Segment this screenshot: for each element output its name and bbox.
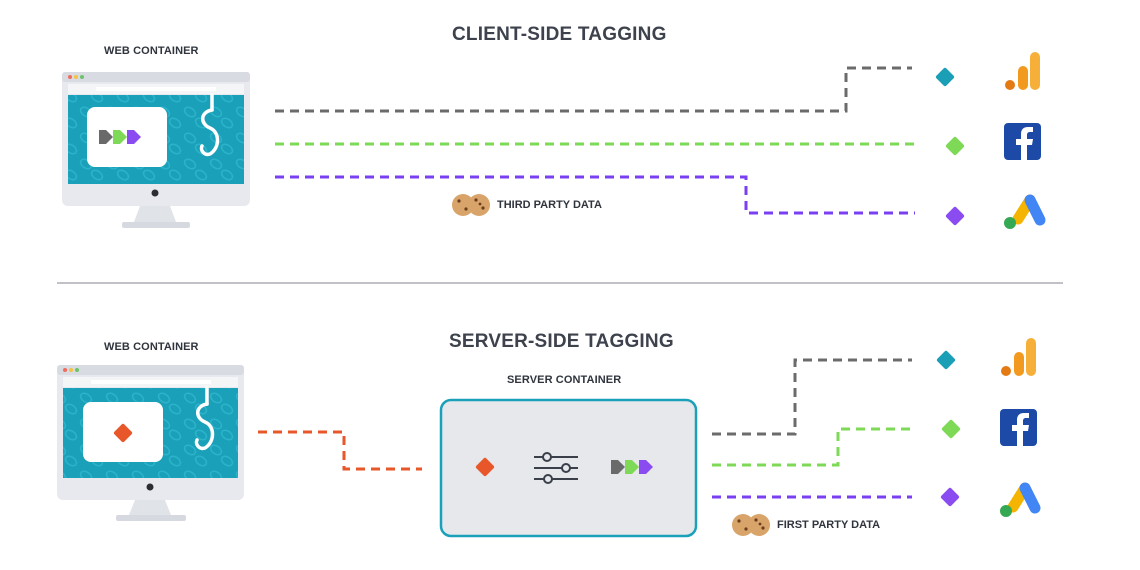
third-party-data-label: THIRD PARTY DATA — [497, 199, 602, 211]
analytics-icon — [1005, 52, 1040, 90]
first-party-data-label: FIRST PARTY DATA — [777, 519, 881, 531]
server-web-container-label: WEB CONTAINER — [104, 341, 199, 353]
facebook-icon — [1000, 409, 1037, 446]
client-purple-line — [275, 175, 915, 215]
client-grey-line — [275, 66, 912, 113]
facebook-icon — [1004, 123, 1041, 160]
orange-line — [258, 430, 422, 471]
hook-icon — [194, 386, 215, 451]
tag-icon — [941, 419, 961, 439]
google-ads-icon — [1000, 482, 1041, 517]
server-side-title: SERVER-SIDE TAGGING — [449, 331, 674, 352]
cookie-icon — [732, 514, 770, 536]
server-green-line — [712, 427, 912, 467]
tag-icon — [935, 67, 955, 87]
tag-icon — [475, 457, 495, 477]
tag-icon — [945, 206, 965, 226]
analytics-icon — [1001, 338, 1036, 376]
server-container-label: SERVER CONTAINER — [507, 374, 622, 386]
client-web-container-label: WEB CONTAINER — [104, 45, 199, 57]
sliders-icon — [534, 452, 578, 484]
google-ads-icon — [1004, 194, 1046, 229]
tag-icon — [113, 423, 133, 443]
server-grey-line — [712, 358, 912, 436]
tag-icon — [940, 487, 960, 507]
tag-icon — [936, 350, 956, 370]
client-side-title: CLIENT-SIDE TAGGING — [452, 24, 667, 45]
cookie-icon — [452, 194, 490, 216]
hook-icon — [199, 93, 220, 157]
tag-icon — [945, 136, 965, 156]
